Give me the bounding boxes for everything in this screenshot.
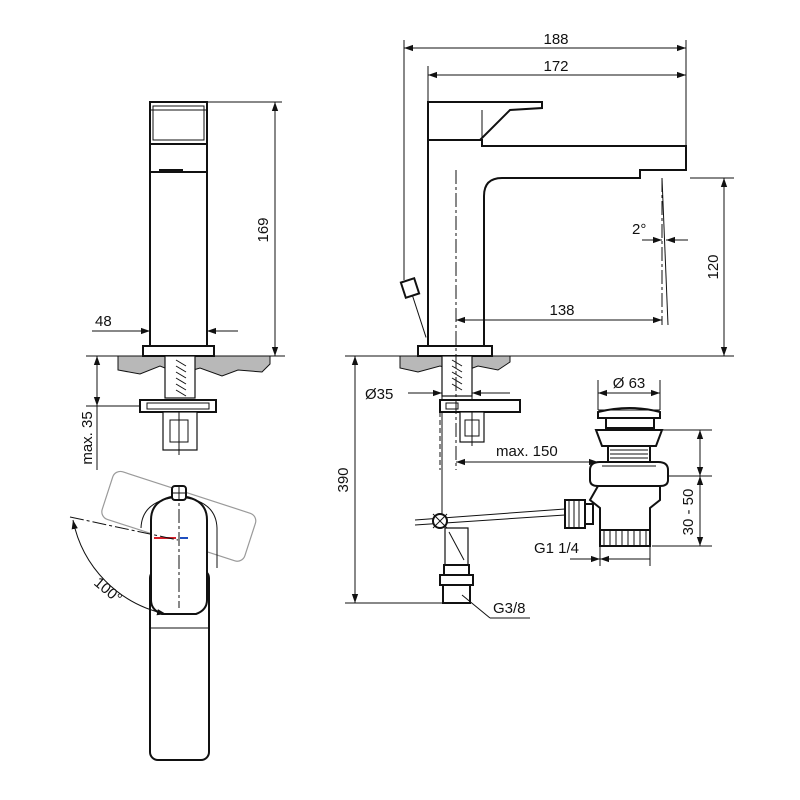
side-base bbox=[142, 345, 215, 357]
rotation-label: 100° bbox=[90, 574, 125, 607]
side-view bbox=[100, 101, 285, 455]
base-width-label: 48 bbox=[95, 313, 112, 330]
supply-thread-label: G3/8 bbox=[493, 600, 526, 617]
popup-rod bbox=[399, 276, 427, 338]
side-dimensions: 169 48 max. 35 bbox=[79, 101, 282, 470]
deck-thickness-label: max. 35 bbox=[79, 411, 96, 464]
total-length-label: 188 bbox=[543, 31, 568, 48]
waste-max-label: max. 150 bbox=[496, 443, 558, 460]
hose-length-label: 390 bbox=[335, 467, 352, 492]
waste-range-label: 30 - 50 bbox=[680, 489, 697, 536]
front-lever bbox=[427, 101, 543, 141]
height-label: 169 bbox=[255, 217, 272, 242]
lever-rotation-arc bbox=[71, 519, 167, 616]
waste-thread-label: G1 1/4 bbox=[534, 540, 579, 557]
clearance-label: 120 bbox=[705, 254, 722, 279]
spout-length-label: 172 bbox=[543, 58, 568, 75]
hole-diameter-label: Ø35 bbox=[365, 386, 393, 403]
reach-label: 138 bbox=[549, 302, 574, 319]
side-body bbox=[149, 171, 208, 349]
angle-label: 2° bbox=[632, 221, 646, 238]
front-dimensions: 188 172 120 2° 138 Ø35 390 G3/8 bbox=[335, 31, 734, 619]
front-view bbox=[345, 101, 687, 604]
front-base bbox=[417, 345, 493, 357]
waste-assembly bbox=[564, 407, 669, 547]
side-lever bbox=[149, 101, 208, 145]
waste-diameter-label: Ø 63 bbox=[613, 375, 646, 392]
top-view: 100° bbox=[69, 470, 257, 761]
front-body bbox=[427, 139, 687, 347]
